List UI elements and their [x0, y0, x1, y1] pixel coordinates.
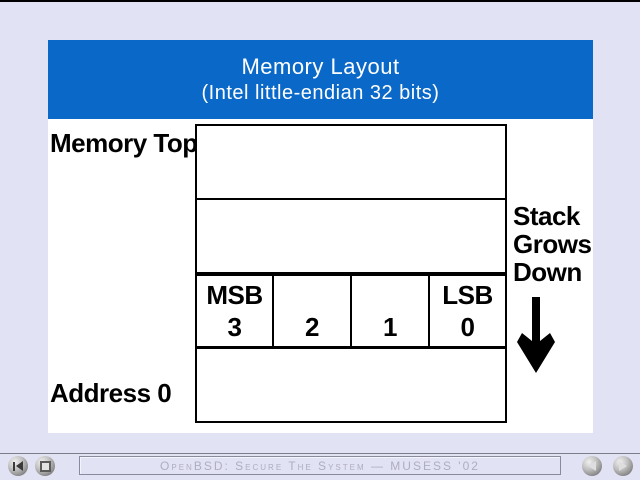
down-arrow-icon	[517, 297, 555, 373]
slide-title: Memory Layout	[241, 54, 400, 79]
byte-cell-2: 2	[274, 277, 350, 345]
byte-cell-divider	[350, 276, 352, 346]
nav-prev-button[interactable]	[582, 456, 602, 476]
footer-status-box: OpenBSD: Secure The System — MUSESS '02	[79, 456, 561, 475]
byte-cell-1: 1	[352, 277, 428, 345]
nav-first-button[interactable]	[8, 456, 28, 476]
triangle-right-icon	[619, 461, 627, 471]
byte-cell-divider	[428, 276, 430, 346]
memory-top-label: Memory Top	[50, 128, 198, 158]
byte-cell-tag: LSB	[442, 280, 493, 310]
diagram-divider	[195, 198, 507, 200]
footer-status-text: OpenBSD: Secure The System — MUSESS '02	[160, 458, 480, 473]
stop-square-icon	[39, 460, 51, 472]
byte-cell-0-lsb: LSB 0	[430, 277, 505, 345]
triangle-left-icon	[588, 461, 596, 471]
stack-label-line: Grows	[513, 229, 592, 259]
nav-next-button[interactable]	[613, 456, 633, 476]
footer-separator	[0, 453, 640, 454]
byte-cell-3-msb: MSB 3	[197, 277, 272, 345]
nav-stop-button[interactable]	[35, 456, 55, 476]
slide-subtitle: (Intel little-endian 32 bits)	[201, 82, 440, 104]
stack-label-line: Stack	[513, 201, 580, 231]
stack-grows-down-label: Stack Grows Down	[513, 201, 592, 287]
byte-cell-digit: 2	[305, 312, 319, 342]
stack-label-line: Down	[513, 257, 582, 287]
window-top-border	[0, 0, 640, 2]
byte-cell-divider	[272, 276, 274, 346]
skip-to-start-icon	[13, 461, 23, 471]
byte-cell-digit: 1	[383, 312, 397, 342]
byte-cell-tag: MSB	[206, 280, 263, 310]
byte-row-bottom-border	[195, 346, 507, 349]
byte-cell-digit: 0	[460, 312, 475, 342]
byte-row-top-border	[195, 272, 507, 276]
address-zero-label: Address 0	[50, 378, 172, 408]
slide-title-banner: Memory Layout (Intel little-endian 32 bi…	[48, 40, 593, 119]
byte-cell-digit: 3	[227, 312, 242, 342]
